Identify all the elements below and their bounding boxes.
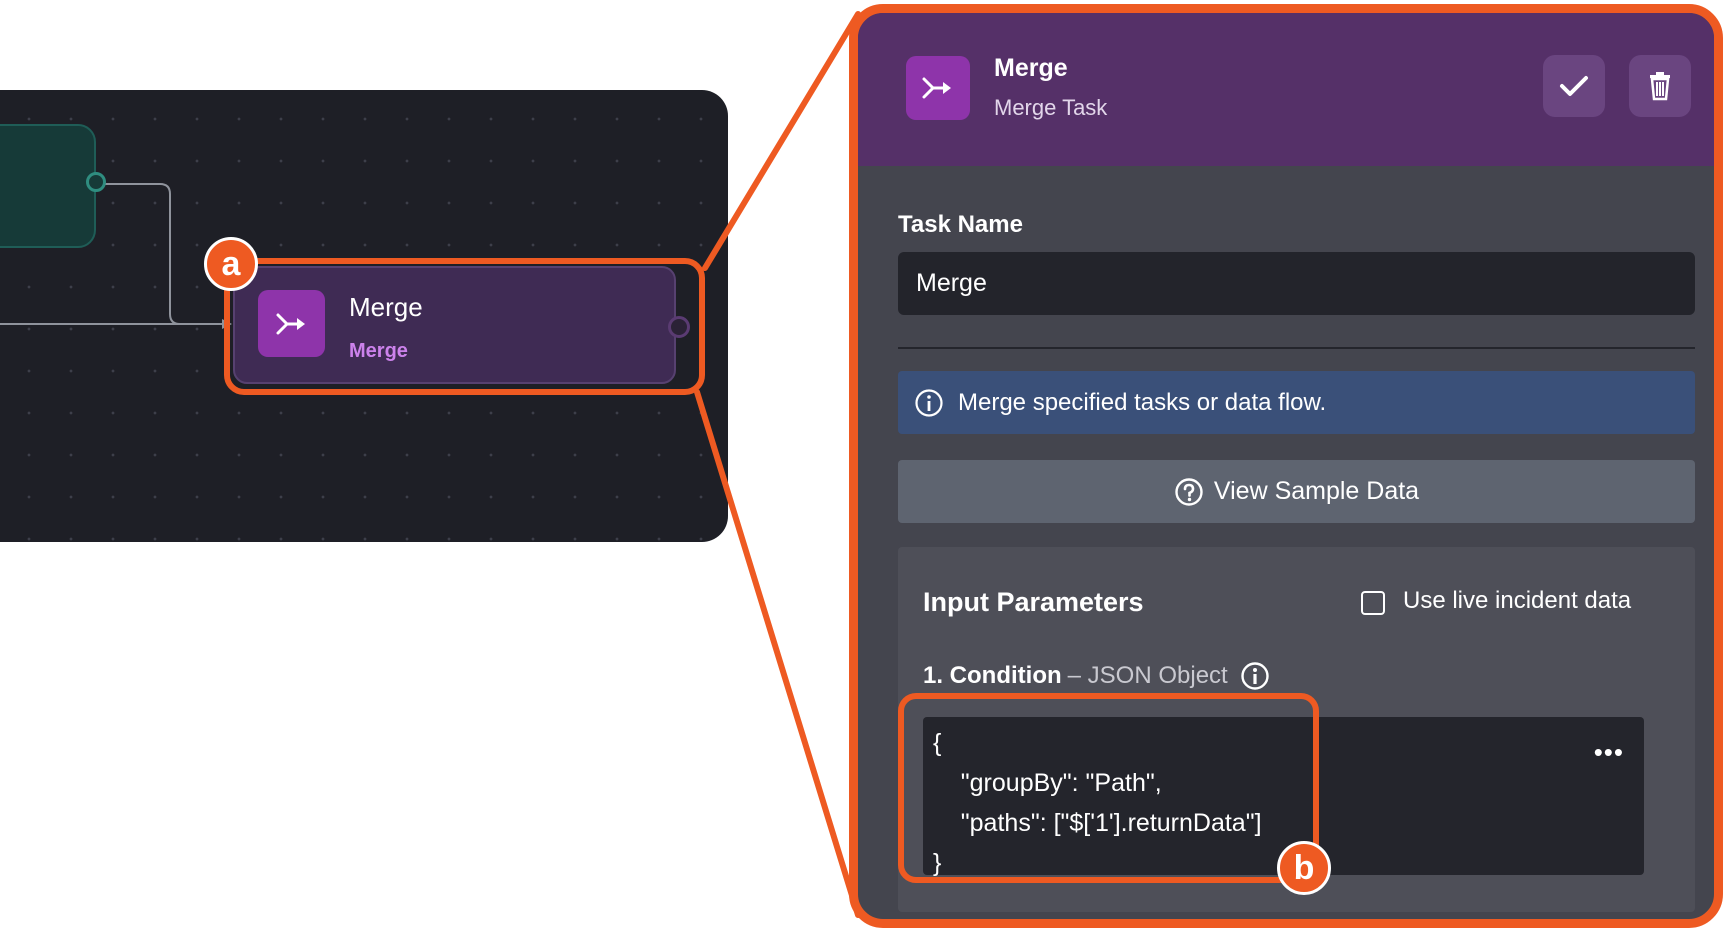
code-line: } bbox=[933, 849, 942, 877]
input-parameters-title: Input Parameters bbox=[923, 587, 1144, 617]
view-sample-data-button[interactable]: View Sample Data bbox=[898, 460, 1695, 523]
panel-title: Merge bbox=[994, 54, 1068, 82]
trash-icon bbox=[1650, 72, 1670, 101]
merge-icon bbox=[258, 290, 325, 357]
upstream-node-port[interactable] bbox=[86, 172, 106, 192]
view-sample-data-label: View Sample Data bbox=[1213, 477, 1420, 505]
info-text: Merge specified tasks or data flow. bbox=[958, 388, 1327, 416]
more-icon[interactable]: ••• bbox=[1593, 737, 1624, 767]
info-icon[interactable] bbox=[1240, 661, 1270, 691]
callout-b-highlight bbox=[898, 693, 1319, 883]
live-incident-checkbox[interactable] bbox=[1361, 591, 1385, 615]
code-line: { bbox=[933, 729, 942, 757]
panel-subtitle: Merge Task bbox=[994, 95, 1108, 120]
merge-node-output-port[interactable] bbox=[668, 316, 690, 338]
panel-header: Merge Merge Task bbox=[858, 13, 1714, 166]
code-line: "paths": ["$['1'].returnData"] bbox=[933, 809, 1262, 837]
workflow-canvas[interactable]: Merge Merge bbox=[0, 90, 728, 542]
callout-a-highlight bbox=[224, 258, 705, 395]
task-config-panel: Merge Merge Task Task Name Merge bbox=[849, 4, 1723, 928]
info-banner: Merge specified tasks or data flow. bbox=[898, 371, 1695, 434]
delete-button[interactable] bbox=[1629, 55, 1691, 117]
task-name-label: Task Name bbox=[898, 211, 1023, 238]
condition-type: – JSON Object bbox=[1067, 662, 1228, 689]
callout-b-badge: b bbox=[1277, 841, 1331, 895]
json-code: { "groupBy": "Path", "paths": ["$['1'].r… bbox=[933, 723, 1262, 883]
condition-label-row: 1. Condition – JSON Object bbox=[923, 661, 1270, 691]
task-name-input[interactable]: Merge bbox=[898, 252, 1695, 315]
code-line: "groupBy": "Path", bbox=[933, 769, 1162, 797]
merge-node-title: Merge bbox=[349, 292, 423, 322]
confirm-button[interactable] bbox=[1543, 55, 1605, 117]
info-icon bbox=[914, 388, 944, 418]
help-circle-icon bbox=[1174, 477, 1204, 507]
divider bbox=[898, 347, 1695, 349]
condition-label: 1. Condition bbox=[923, 662, 1062, 689]
merge-node[interactable]: Merge Merge bbox=[233, 266, 676, 384]
callout-a-badge: a bbox=[204, 237, 258, 291]
live-incident-label[interactable]: Use live incident data bbox=[1403, 587, 1632, 614]
merge-icon bbox=[906, 56, 970, 120]
check-icon bbox=[1560, 76, 1588, 96]
merge-node-type: Merge bbox=[349, 340, 408, 362]
